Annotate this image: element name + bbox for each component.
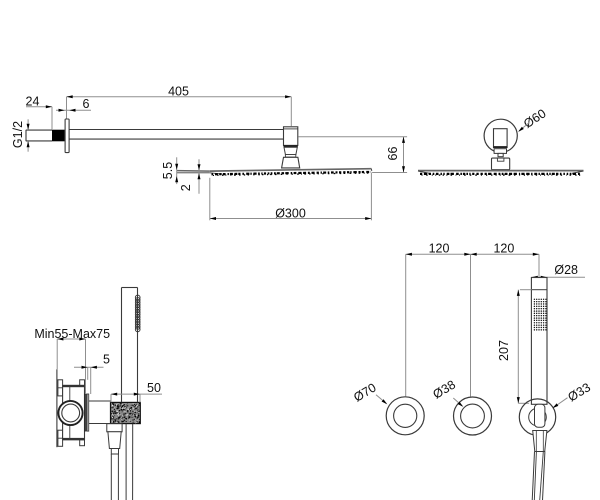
svg-text:405: 405 <box>168 84 189 98</box>
svg-text:Min55-Max75: Min55-Max75 <box>34 327 110 341</box>
svg-text:66: 66 <box>386 147 400 161</box>
svg-text:207: 207 <box>497 340 511 361</box>
svg-text:120: 120 <box>493 242 514 256</box>
svg-text:5.5: 5.5 <box>161 162 175 179</box>
svg-text:Ø28: Ø28 <box>554 263 578 277</box>
svg-text:Ø300: Ø300 <box>275 206 306 220</box>
svg-text:5: 5 <box>103 353 110 367</box>
svg-text:6: 6 <box>83 97 90 111</box>
svg-text:50: 50 <box>147 381 161 395</box>
svg-text:24: 24 <box>26 94 40 108</box>
svg-text:G1/2: G1/2 <box>11 121 25 148</box>
svg-text:120: 120 <box>429 242 450 256</box>
svg-text:2: 2 <box>179 184 193 191</box>
